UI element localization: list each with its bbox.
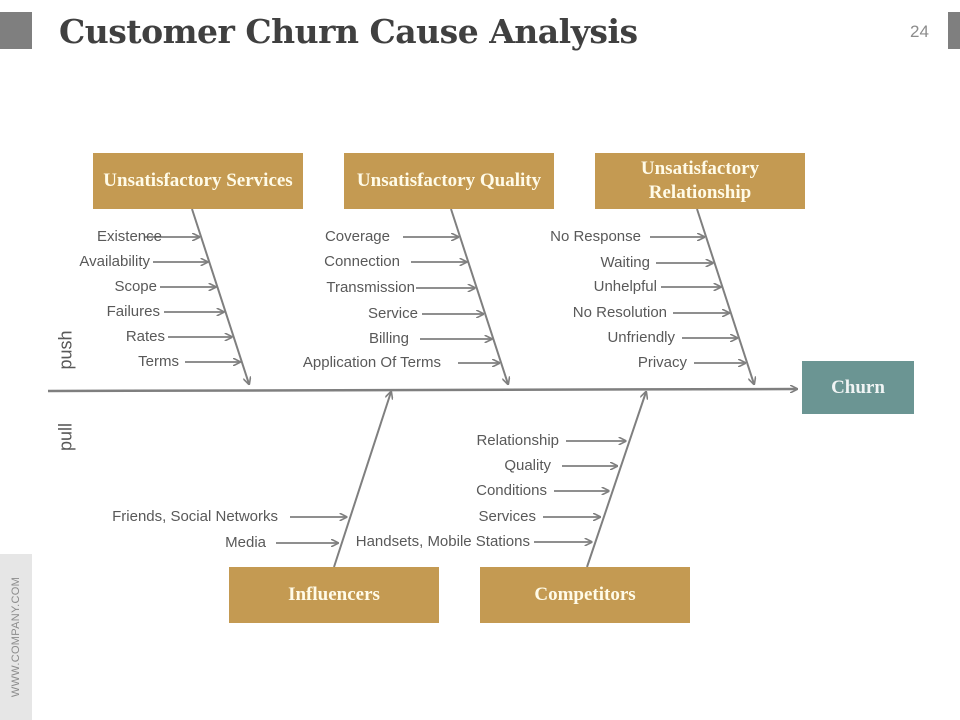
cause-label: Connection — [324, 253, 400, 270]
cause-label: Unfriendly — [607, 329, 675, 346]
cause-label: Scope — [114, 278, 157, 295]
category-box-influencers: Influencers — [229, 567, 439, 623]
cause-label: Relationship — [476, 432, 559, 449]
title-accent-square — [0, 12, 32, 49]
page-title: Customer Churn Cause Analysis — [59, 12, 638, 51]
category-box-competitors: Competitors — [480, 567, 690, 623]
cause-label: Conditions — [476, 482, 547, 499]
cause-label: Billing — [368, 330, 409, 347]
cause-label: Coverage — [324, 228, 390, 245]
category-box-quality: Unsatisfactory Quality — [344, 153, 554, 209]
cause-label: Terms — [138, 353, 179, 370]
category-label: Competitors — [534, 584, 636, 605]
cause-label: No Response — [550, 228, 641, 245]
page-number: 24 — [910, 22, 929, 41]
cause-label: Handsets, Mobile Stations — [355, 533, 530, 550]
cause-label: No Resolution — [572, 304, 667, 321]
cause-label: Availability — [79, 253, 150, 270]
cause-label: Friends, Social Networks — [112, 508, 278, 525]
cause-label: Service — [367, 305, 418, 322]
cause-label: Existence — [96, 228, 162, 245]
side-bar — [0, 554, 32, 720]
bone-3 — [696, 208, 754, 384]
push-label: push — [55, 330, 76, 370]
cause-label: Transmission — [326, 279, 415, 296]
category-label: Unsatisfactory Quality — [356, 170, 542, 191]
cause-label: Rates — [125, 328, 165, 345]
cause-label: Failures — [106, 303, 160, 320]
category-box-relationship: Unsatisfactory Relationship — [595, 153, 805, 209]
spine-arrow — [47, 389, 797, 391]
category-label: Unsatisfactory Relationship — [640, 158, 760, 203]
cause-label: Services — [478, 508, 536, 525]
effect-label: Churn — [831, 376, 885, 398]
cause-label: Privacy — [637, 354, 687, 371]
category-box-services: Unsatisfactory Services — [93, 153, 303, 209]
effect-box-churn: Churn — [802, 361, 914, 414]
right-accent-square — [948, 12, 960, 49]
bone-bottom-2 — [586, 392, 646, 568]
cause-label: Waiting — [600, 254, 650, 271]
cause-label: Media — [225, 534, 266, 551]
cause-label: Application Of Terms — [302, 354, 441, 371]
category-label: Unsatisfactory Services — [103, 170, 293, 191]
bone-1 — [191, 208, 249, 384]
pull-label: pull — [55, 422, 76, 452]
category-label: Influencers — [288, 584, 380, 605]
cause-label: Unhelpful — [593, 278, 657, 295]
bone-2 — [450, 208, 508, 384]
cause-label: Quality — [504, 457, 551, 474]
bone-bottom-1 — [333, 392, 391, 568]
